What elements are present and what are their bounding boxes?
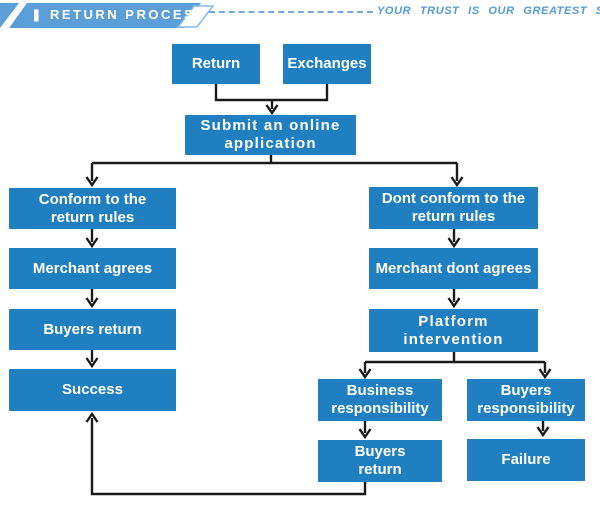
dashed-divider (209, 11, 373, 13)
node-submit-application: Submit an online application (185, 115, 356, 155)
banner-tail-outline (176, 5, 215, 28)
node-merchant-agrees: Merchant agrees (9, 248, 176, 289)
node-conform-rules: Conform to the return rules (9, 188, 176, 229)
node-buyers-responsibility: Buyers responsibility (467, 379, 585, 421)
node-success: Success (9, 369, 176, 411)
node-buyers-return-bottom: Buyers return (318, 440, 442, 482)
page-title: RETURN PROCESS (50, 7, 207, 22)
node-platform-intervention: Platform intervention (369, 309, 538, 352)
banner-graphic (0, 3, 215, 28)
node-return: Return (172, 44, 260, 84)
node-merchant-dont-agrees: Merchant dont agrees (369, 248, 538, 289)
slogan-text: YOUR TRUST IS OUR GREATEST SUPPORT (377, 5, 600, 17)
banner-left-triangle (0, 3, 19, 28)
node-failure: Failure (467, 439, 585, 481)
node-dont-conform-rules: Dont conform to the return rules (369, 187, 538, 229)
node-exchanges: Exchanges (283, 44, 371, 84)
banner-main-shape (9, 3, 201, 28)
banner-title-tick (34, 9, 39, 22)
node-buyers-return-left: Buyers return (9, 309, 176, 350)
node-business-responsibility: Business responsibility (318, 379, 442, 421)
